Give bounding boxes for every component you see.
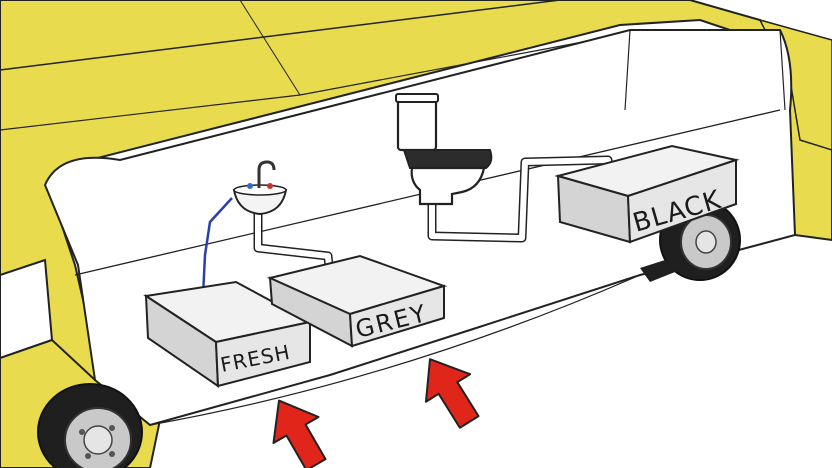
toilet-icon <box>395 93 493 206</box>
up-arrow-icon <box>424 358 480 429</box>
grey-tank-front <box>348 284 445 348</box>
fresh-tank-front <box>214 320 311 388</box>
up-arrow-icon <box>272 399 327 468</box>
black-tank-front <box>626 158 737 244</box>
hull-line <box>149 274 641 426</box>
fresh-supply-line <box>201 197 233 297</box>
back-corner <box>779 29 786 111</box>
faucet-icon <box>247 160 276 189</box>
roof-line <box>239 0 301 96</box>
sink-icon <box>232 160 288 216</box>
fresh-tank: FRESH <box>143 280 313 388</box>
back-corner <box>624 29 631 111</box>
roof-line <box>0 0 561 71</box>
rear-wheel <box>37 383 143 468</box>
